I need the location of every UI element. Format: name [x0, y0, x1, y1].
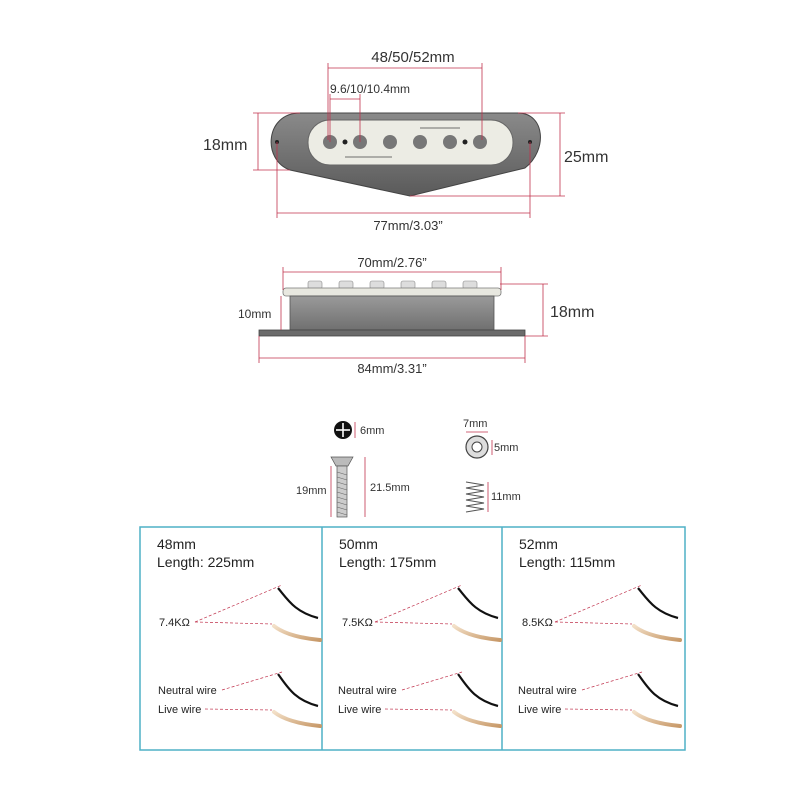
neutral-pointer-line — [581, 671, 643, 691]
dim-base-height: 10mm — [238, 307, 271, 321]
dim-height-right: 25mm — [564, 149, 608, 166]
dim-tube-height: 5mm — [494, 442, 518, 454]
neutral-pointer-line — [221, 671, 283, 691]
dim-overall-length: 77mm/3.03” — [373, 218, 442, 233]
side-baseplate — [258, 329, 526, 337]
panel-neutral-label: Neutral wire — [338, 685, 397, 697]
panel-length: Length: 225mm — [157, 554, 254, 570]
dim-tube-width: 7mm — [463, 418, 487, 430]
top-view: 48/50/52mm 9.6/10/10.4mm 18mm 25mm 77mm/… — [203, 49, 608, 233]
top-cover — [307, 119, 514, 166]
wire-panel-50mm: 50mm Length: 175mm 7.5KΩ Neutral wire Li… — [338, 536, 436, 716]
dim-coil-length: 70mm/2.76” — [357, 255, 426, 270]
spring-icon — [465, 481, 485, 513]
neutral-wire-icon — [637, 673, 679, 708]
live-pointer-line — [564, 708, 633, 711]
live-wire-icon — [632, 710, 682, 728]
panel-length: Length: 115mm — [519, 554, 615, 570]
panel-size: 48mm — [157, 536, 196, 552]
resistance-pointer-line — [194, 621, 273, 625]
neutral-wire-icon — [457, 673, 499, 708]
screw-icon — [330, 456, 354, 518]
wire-panel-52mm: 52mm Length: 115mm 8.5KΩ Neutral wire Li… — [518, 536, 615, 716]
dim-base-length: 84mm/3.31” — [357, 361, 426, 376]
resistance-pointer-line — [194, 584, 283, 623]
panel-neutral-label: Neutral wire — [518, 685, 577, 697]
live-wire-icon — [452, 710, 502, 728]
resistance-pointer-line — [554, 584, 643, 623]
black-wire-icon — [637, 587, 679, 620]
live-pointer-line — [384, 708, 453, 711]
hardware: 6mm 19mm 21.5mm 7mm 5mm — [296, 418, 521, 518]
dim-total-height: 18mm — [550, 304, 594, 321]
dim-screw-total: 21.5mm — [370, 482, 410, 494]
side-view: 70mm/2.76” 10mm 18mm 84mm/3.31” — [238, 255, 594, 376]
dim-pole-spacing-overall: 48/50/52mm — [371, 49, 454, 66]
panel-neutral-label: Neutral wire — [158, 685, 217, 697]
panel-live-label: Live wire — [518, 704, 561, 716]
pole-tops — [307, 280, 478, 290]
live-wire-icon — [272, 710, 322, 728]
side-cover — [282, 287, 502, 297]
dim-screw-body: 19mm — [296, 485, 327, 497]
panel-resistance: 8.5KΩ — [522, 617, 553, 629]
dim-screw-head: 6mm — [360, 425, 384, 437]
screw-head-icon — [334, 421, 352, 439]
black-wire-icon — [457, 587, 499, 620]
wire-illustrations — [194, 584, 682, 728]
panel-size: 52mm — [519, 536, 558, 552]
copper-wire-icon — [272, 624, 322, 642]
neutral-pointer-line — [401, 671, 463, 691]
neutral-wire-icon — [277, 673, 319, 708]
wire-panel-48mm: 48mm Length: 225mm 7.4KΩ Neutral wire Li… — [157, 536, 254, 716]
live-pointer-line — [204, 708, 273, 711]
panel-length: Length: 175mm — [339, 554, 436, 570]
tube-icon — [465, 435, 489, 459]
black-wire-icon — [277, 587, 319, 620]
panel-live-label: Live wire — [338, 704, 381, 716]
resistance-pointer-line — [374, 584, 463, 623]
copper-wire-icon — [632, 624, 682, 642]
panel-live-label: Live wire — [158, 704, 201, 716]
copper-wire-icon — [452, 624, 502, 642]
panel-size: 50mm — [339, 536, 378, 552]
panel-resistance: 7.5KΩ — [342, 617, 373, 629]
resistance-pointer-line — [374, 621, 453, 625]
resistance-pointer-line — [554, 621, 633, 625]
dim-spring-height: 11mm — [491, 491, 521, 503]
panel-resistance: 7.4KΩ — [159, 617, 190, 629]
dim-height-left: 18mm — [203, 137, 247, 154]
dim-pole-spacing-single: 9.6/10/10.4mm — [330, 82, 410, 96]
wire-panels-frame — [139, 526, 686, 751]
side-coil — [289, 295, 495, 331]
